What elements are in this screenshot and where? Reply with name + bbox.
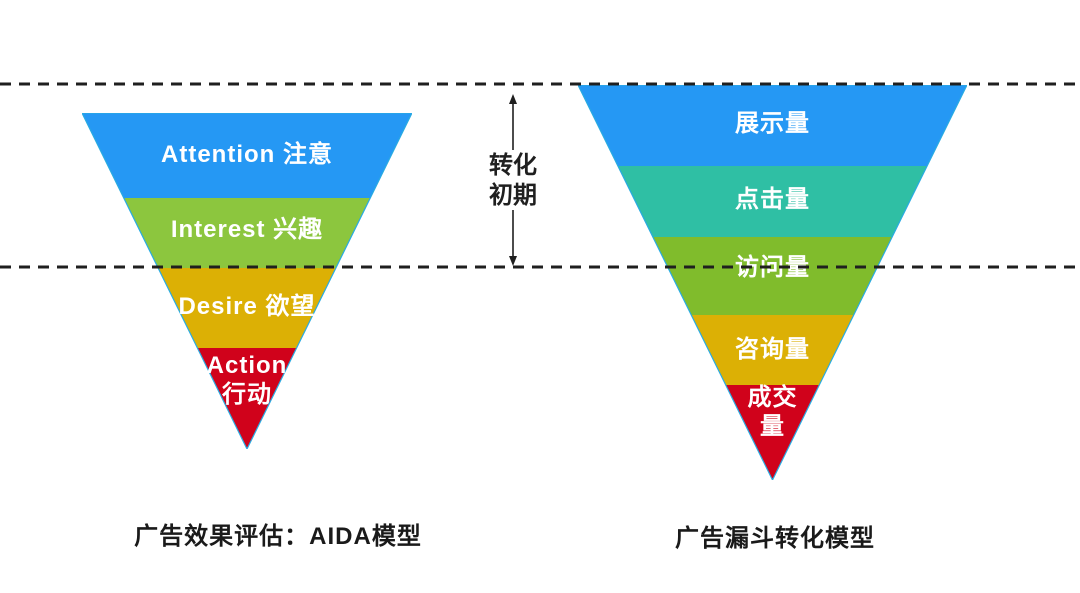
phase-annotation-line1: 转化: [489, 152, 537, 179]
aida-label-action-line2: 行动: [222, 381, 272, 408]
phase-annotation-line2: 初期: [489, 182, 537, 209]
conv-label-impressions: 展示量: [735, 110, 810, 137]
double-arrow-icon: [509, 94, 517, 266]
phase-annotation: 转化 初期: [468, 151, 558, 211]
aida-label-action-line1: Action: [206, 352, 288, 379]
conversion-funnel-shape: [578, 85, 967, 480]
aida-funnel-caption: 广告效果评估：AIDA模型: [134, 523, 422, 550]
arrow-head-up: [509, 94, 517, 104]
conv-label-deals-line2: 量: [760, 413, 785, 440]
funnel-outline: [578, 85, 967, 480]
conv-label-inquiries: 咨询量: [735, 336, 810, 363]
conv-label-deals: 成交 量: [578, 383, 967, 441]
aida-funnel: Attention 注意 Interest 兴趣 Desire 欲望 Actio…: [82, 113, 412, 449]
conv-label-clicks: 点击量: [735, 186, 810, 213]
funnel-layer-attention: [82, 113, 412, 198]
funnel-layer-impressions: [578, 85, 967, 166]
aida-label-interest: Interest 兴趣: [170, 216, 324, 243]
conversion-funnel-caption: 广告漏斗转化模型: [675, 525, 875, 552]
aida-funnel-shape: [82, 113, 412, 449]
arrow-head-down: [509, 256, 517, 266]
aida-label-action: Action 行动: [82, 351, 412, 409]
conversion-funnel: 展示量 点击量 访问量 咨询量 成交 量: [578, 85, 967, 480]
funnel-outline: [82, 113, 412, 449]
aida-label-attention: Attention 注意: [161, 141, 333, 168]
conv-label-visits: 访问量: [735, 254, 810, 281]
conv-label-deals-line1: 成交: [747, 384, 798, 411]
aida-label-desire: Desire 欲望: [178, 293, 316, 320]
